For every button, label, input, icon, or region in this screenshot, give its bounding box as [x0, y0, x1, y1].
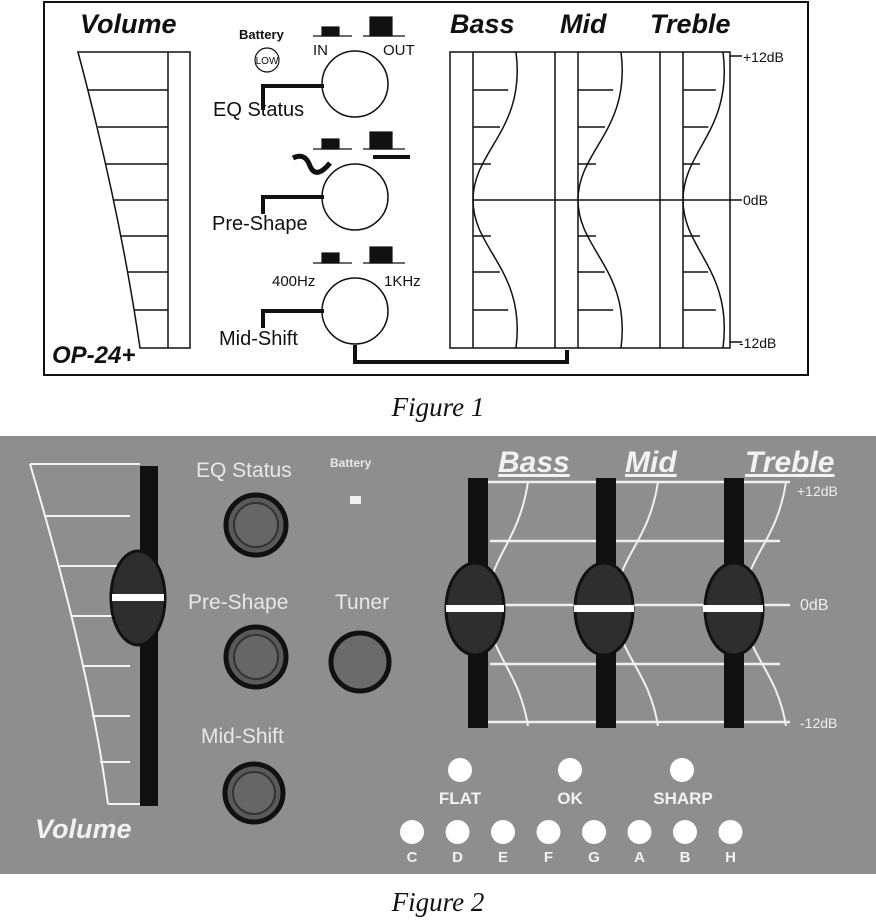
f2-note-led-h [718, 820, 743, 844]
f2-led-ok [558, 758, 582, 782]
f2-note-led-e [491, 820, 515, 844]
volume-title: Volume [80, 9, 177, 39]
f2-led-flat [448, 758, 472, 782]
f2-note-led-f [536, 820, 561, 844]
eq-status-pointer [261, 84, 324, 110]
f2-note-label: D [452, 849, 463, 866]
f2-note-label: C [407, 849, 418, 866]
f2-band-label-mid: Mid [625, 446, 677, 479]
battery-low-indicator: LOW [254, 47, 280, 73]
f2-tuner-label: Tuner [335, 591, 389, 614]
f2-battery-led [350, 496, 361, 504]
model-label: OP-24+ [52, 342, 135, 369]
f2-note-led-g [582, 820, 606, 844]
switch-in-label: IN [313, 42, 328, 59]
band-label-mid: Mid [560, 9, 607, 39]
db-top-label: +12dB [743, 49, 784, 65]
f2-note-led-b [673, 820, 697, 844]
f2-note-label: E [498, 849, 508, 866]
f2-status-flat: FLAT [439, 789, 482, 808]
f2-note-label: H [725, 849, 736, 866]
f2-note-label: G [588, 849, 600, 866]
battery-label: Battery [239, 27, 285, 42]
eq-band-curves [472, 51, 726, 349]
f2-treble-slider[interactable] [703, 478, 765, 728]
switch-out-label: OUT [383, 42, 415, 59]
eq-status-switch-symbols [313, 16, 405, 37]
f2-tuner-status: FLAT OK SHARP [439, 758, 713, 808]
mid-shift-pointer [261, 309, 324, 328]
f2-note-label: B [680, 849, 691, 866]
volume-scale [77, 51, 191, 349]
eq-status-label: EQ Status [213, 99, 304, 121]
f2-band-label-bass: Bass [498, 446, 570, 479]
figure-2-panel [0, 436, 876, 874]
f2-bass-slider[interactable] [444, 478, 506, 728]
pre-shape-switch-symbols [291, 131, 410, 175]
eq-status-knob[interactable] [321, 50, 389, 118]
f2-note-label: A [634, 849, 645, 866]
figure-2-photo: Volume EQ Status Battery Pre-Shape Tuner… [0, 436, 876, 874]
f2-note-led-c [400, 820, 424, 844]
eq-curve-1 [472, 51, 518, 349]
mid-shift-400hz-label: 400Hz [272, 273, 315, 290]
mid-shift-bracket [353, 345, 569, 364]
eq-curve-3 [682, 51, 726, 349]
f2-db-top-label: +12dB [797, 483, 838, 499]
mid-shift-label: Mid-Shift [219, 328, 298, 350]
f2-db-mid-label: 0dB [800, 597, 828, 614]
f2-db-bottom-label: -12dB [800, 715, 837, 731]
f2-volume-slider[interactable] [109, 466, 167, 806]
pre-shape-pointer [261, 195, 324, 214]
mid-shift-switch-symbols [313, 246, 405, 264]
f2-battery-label: Battery [330, 456, 372, 470]
db-bottom-label: -12dB [739, 335, 776, 351]
mid-shift-knob[interactable] [321, 277, 389, 345]
f2-note-led-d [445, 820, 470, 844]
f2-pre-shape-knob[interactable] [223, 624, 289, 690]
band-label-bass: Bass [450, 9, 515, 39]
f2-led-sharp [670, 758, 694, 782]
pre-shape-label: Pre-Shape [212, 213, 308, 235]
pre-shape-knob[interactable] [321, 163, 389, 231]
f2-note-led-a [627, 820, 652, 844]
f2-pre-shape-label: Pre-Shape [188, 591, 288, 614]
svg-text:LOW: LOW [256, 56, 279, 67]
figure-1-diagram: Volume OP-24+ Battery LOW IN OUT EQ Stat… [43, 1, 809, 376]
eq-curve-2 [577, 51, 623, 349]
f2-mid-slider[interactable] [573, 478, 635, 728]
band-label-treble: Treble [650, 9, 731, 39]
f2-tuner-knob[interactable] [328, 630, 392, 694]
f2-mid-shift-label: Mid-Shift [201, 725, 284, 748]
f2-status-ok: OK [557, 789, 583, 808]
f2-note-label: F [544, 849, 553, 866]
mid-shift-1khz-label: 1KHz [384, 273, 421, 290]
figure-1-caption: Figure 1 [391, 392, 485, 422]
db-mid-label: 0dB [743, 192, 768, 208]
f2-mid-shift-knob[interactable] [222, 761, 286, 825]
f2-eq-status-knob[interactable] [223, 492, 289, 558]
f2-status-sharp: SHARP [653, 789, 713, 808]
f2-eq-status-label: EQ Status [196, 459, 292, 482]
figure-2-caption: Figure 2 [391, 887, 485, 917]
f2-volume-label: Volume [35, 814, 132, 844]
eq-slider-block [449, 51, 742, 349]
f2-band-label-treble: Treble [745, 446, 835, 479]
